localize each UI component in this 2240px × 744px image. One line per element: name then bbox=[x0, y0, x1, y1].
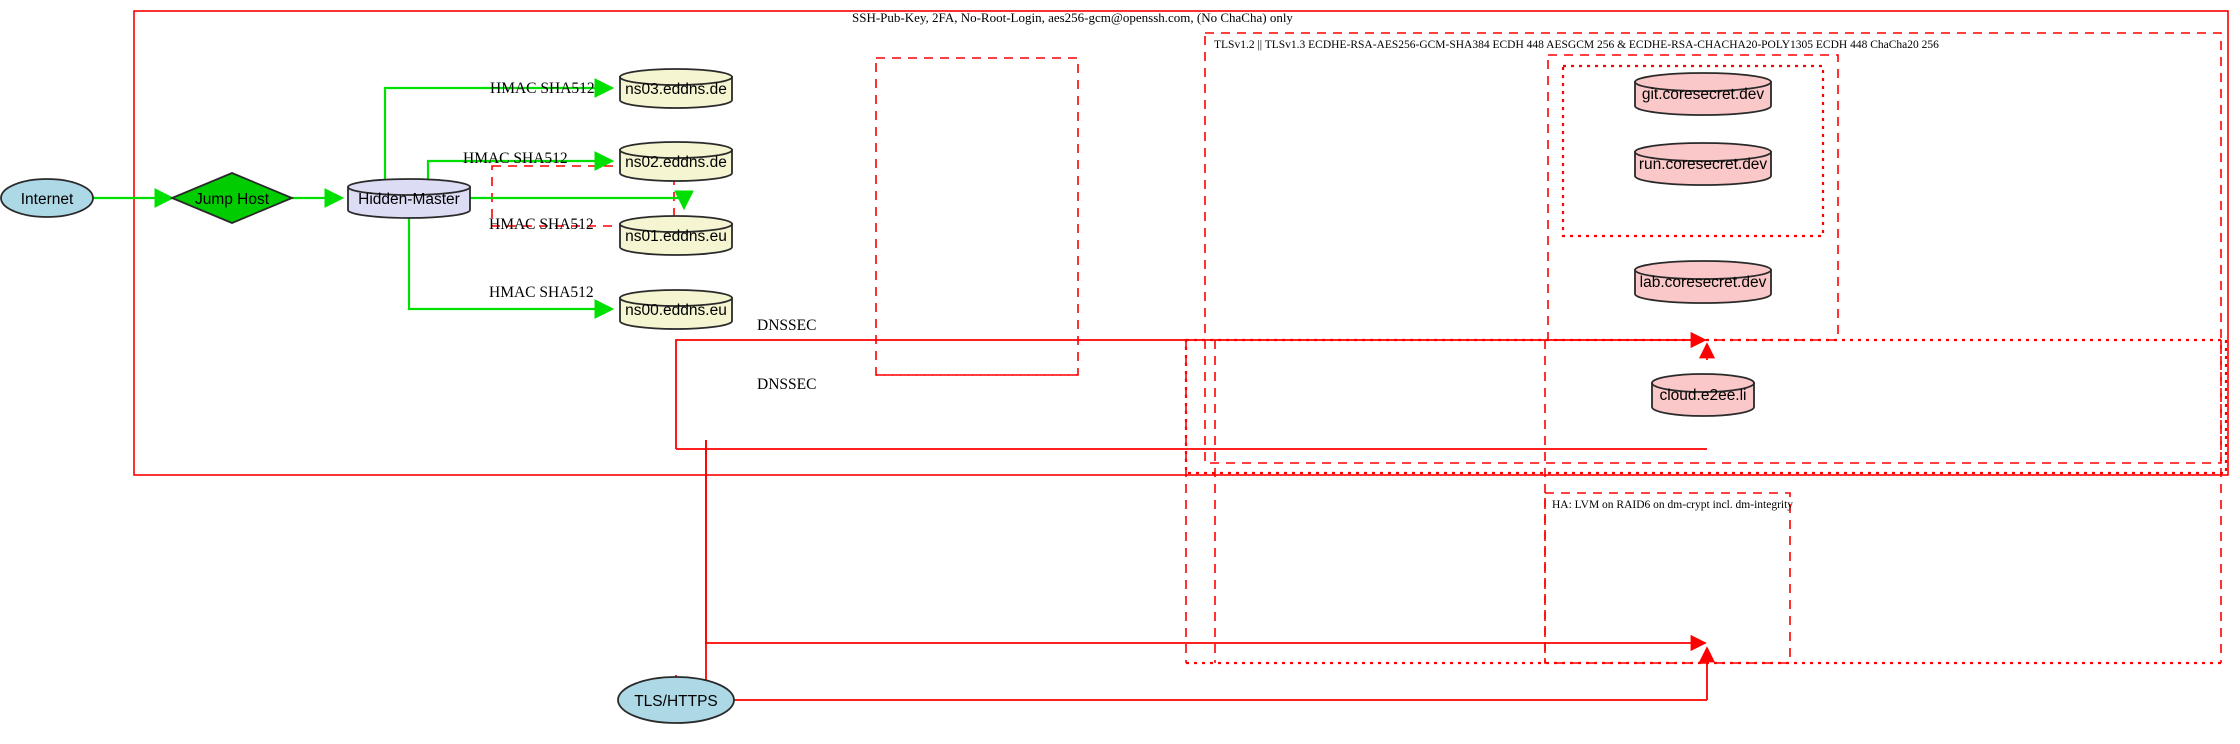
node-hidden-master[interactable]: Hidden-Master bbox=[347, 178, 471, 219]
edge-dnssec-upper bbox=[675, 331, 1707, 449]
node-git-coresecret-label: git.coresecret.dev bbox=[1642, 86, 1765, 103]
node-lab-coresecret[interactable]: lab.coresecret.dev bbox=[1634, 260, 1772, 304]
node-run-coresecret-label: run.coresecret.dev bbox=[1639, 156, 1768, 173]
edge-dnssec-lower bbox=[705, 440, 1707, 652]
coresecret-inner-zone-boundary bbox=[1561, 64, 1825, 238]
node-ns02[interactable]: ns02.eddns.de bbox=[619, 141, 733, 182]
edge-label-hmac-ns02: HMAC SHA512 bbox=[463, 150, 568, 167]
ssh-security-boundary bbox=[133, 10, 2229, 476]
node-tls-https[interactable]: TLS/HTTPS bbox=[617, 676, 735, 724]
node-internet[interactable]: Internet bbox=[0, 178, 94, 218]
node-cloud-e2ee[interactable]: cloud.e2ee.li bbox=[1651, 373, 1755, 417]
edge-label-hmac-ns00: HMAC SHA512 bbox=[489, 284, 594, 301]
node-tls-https-label: TLS/HTTPS bbox=[634, 693, 718, 710]
edge-hiddenmaster-to-ns03 bbox=[383, 78, 615, 183]
node-ns00-label: ns00.eddns.eu bbox=[625, 302, 727, 319]
edge-label-hmac-ns01: HMAC SHA512 bbox=[489, 216, 594, 233]
node-run-coresecret[interactable]: run.coresecret.dev bbox=[1634, 142, 1772, 186]
node-ns01-label: ns01.eddns.eu bbox=[625, 228, 727, 245]
ssh-boundary-label: SSH-Pub-Key, 2FA, No-Root-Login, aes256-… bbox=[852, 10, 1293, 25]
ha-zone-label: HA: LVM on RAID6 on dm-crypt incl. dm-in… bbox=[1552, 499, 1793, 511]
node-git-coresecret[interactable]: git.coresecret.dev bbox=[1634, 72, 1772, 116]
edge-label-hmac-ns03: HMAC SHA512 bbox=[490, 80, 595, 97]
edge-hiddenmaster-to-ns01 bbox=[470, 190, 694, 211]
tls-zone-boundary bbox=[1204, 32, 2222, 464]
node-ns03-label: ns03.eddns.de bbox=[625, 81, 727, 98]
node-ns02-label: ns02.eddns.de bbox=[625, 154, 727, 171]
edge-label-dnssec-upper: DNSSEC bbox=[757, 317, 816, 334]
edge-hiddenmaster-to-ns02 bbox=[426, 151, 615, 183]
node-cloud-e2ee-label: cloud.e2ee.li bbox=[1659, 387, 1746, 404]
node-jump-host-label: Jump Host bbox=[195, 191, 270, 208]
node-hidden-master-label: Hidden-Master bbox=[358, 191, 460, 208]
edge-label-dnssec-lower: DNSSEC bbox=[757, 376, 816, 393]
node-ns00[interactable]: ns00.eddns.eu bbox=[619, 289, 733, 330]
nameserver-zone-boundary bbox=[875, 57, 1079, 376]
node-lab-coresecret-label: lab.coresecret.dev bbox=[1640, 274, 1767, 291]
node-ns01[interactable]: ns01.eddns.eu bbox=[619, 215, 733, 256]
node-jump-host[interactable]: Jump Host bbox=[169, 172, 295, 224]
edge-hiddenmaster-to-ns00 bbox=[407, 215, 615, 319]
ha-zone-boundary bbox=[1544, 492, 1791, 664]
hidden-master-zone-boundary bbox=[491, 165, 675, 227]
node-internet-label: Internet bbox=[21, 191, 74, 208]
node-ns03[interactable]: ns03.eddns.de bbox=[619, 68, 733, 109]
tls-zone-label: TLSv1.2 || TLSv1.3 ECDHE-RSA-AES256-GCM-… bbox=[1214, 39, 1939, 51]
